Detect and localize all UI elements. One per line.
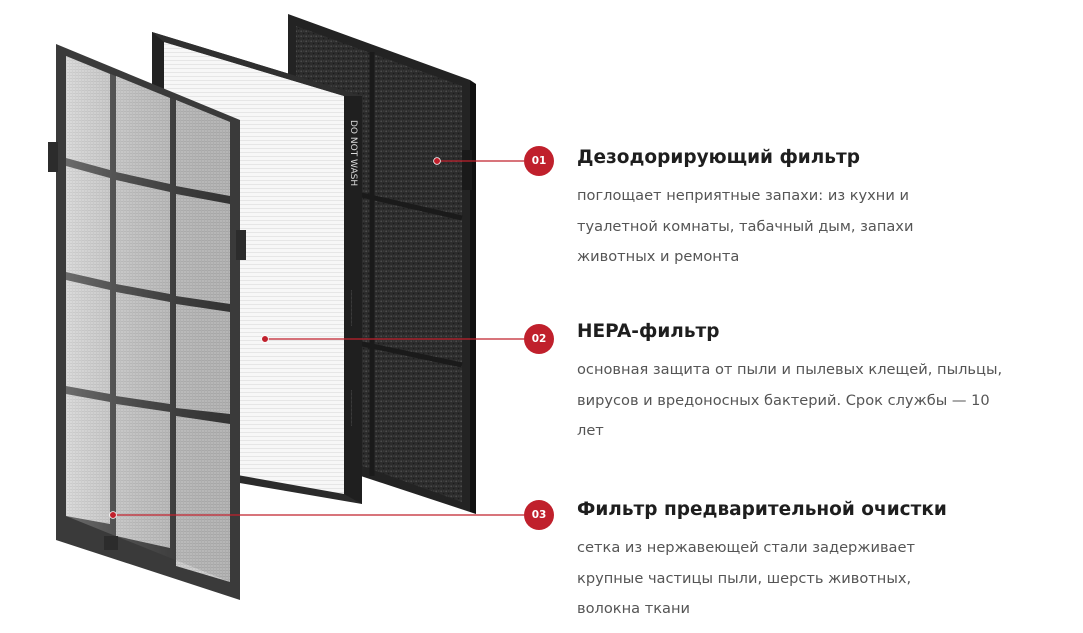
filter-number-badge: 03 [524, 500, 554, 530]
feature-description: основная защита от пыли и пылевых клещей… [577, 361, 1003, 439]
feature-description: поглощает неприятные запахи: из кухни и … [577, 187, 914, 265]
feature-title: Дезодорирующий фильтр [577, 147, 860, 168]
filter-number-badge: 01 [524, 146, 554, 176]
feature-prefilter: Фильтр предварительной очистки сетка из … [577, 498, 1047, 625]
feature-description: сетка из нержавеющей стали задерживает к… [577, 539, 915, 617]
svg-text:………………………: ……………………… [350, 290, 355, 326]
hepa-frame-label: DO NOT WASH [348, 120, 358, 186]
feature-title: HEPA-фильтр [577, 321, 720, 342]
filter-number-badge: 02 [524, 324, 554, 354]
feature-deodorizing: Дезодорирующий фильтр поглощает неприятн… [577, 146, 1047, 273]
connector-lines [109, 157, 524, 519]
feature-title: Фильтр предварительной очистки [577, 499, 947, 520]
pre-filter-shape [48, 44, 246, 600]
feature-hepa: HEPA-фильтр основная защита от пыли и пы… [577, 320, 1047, 447]
svg-text:………………………: ……………………… [350, 390, 355, 426]
